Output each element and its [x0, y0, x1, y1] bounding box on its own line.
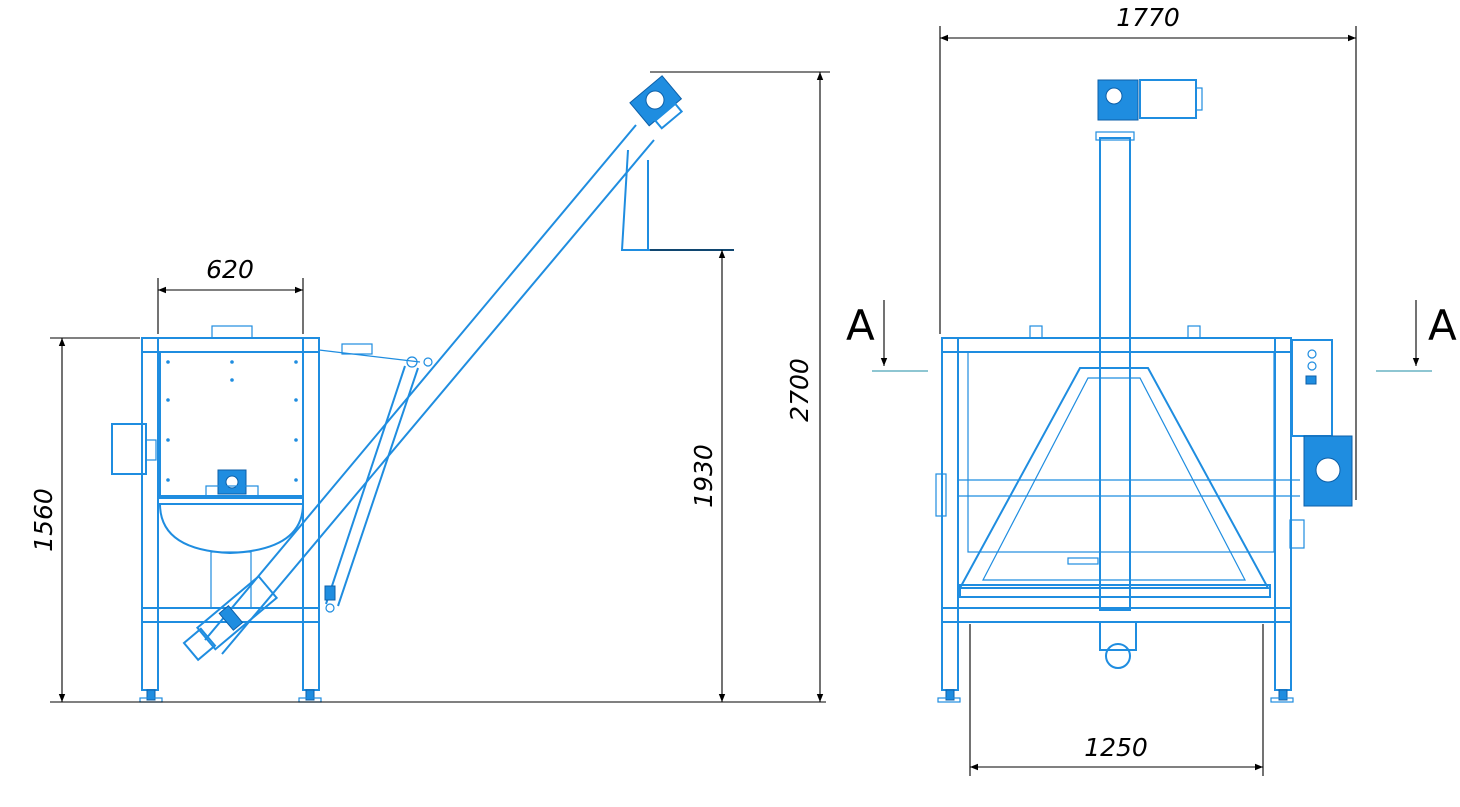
a-frame-support — [958, 367, 1270, 589]
front-dimensions — [939, 26, 1357, 776]
dim-label-1560: 1560 — [29, 488, 58, 552]
front-view — [935, 79, 1353, 703]
section-label-left: A — [846, 301, 875, 350]
side-drive — [935, 339, 1353, 549]
side-frame — [139, 337, 322, 703]
vertical-conveyor — [1095, 79, 1203, 669]
section-marker-left — [872, 300, 928, 372]
section-label-right: A — [1428, 301, 1457, 350]
mixer-body — [111, 325, 304, 609]
section-marker-right — [1376, 300, 1432, 372]
side-view — [111, 75, 734, 703]
dim-label-2700: 2700 — [785, 358, 814, 422]
side-dimensions — [50, 71, 830, 703]
dim-label-620: 620 — [206, 255, 254, 284]
dim-label-1930: 1930 — [689, 444, 718, 508]
screw-conveyor — [182, 75, 734, 662]
dim-label-1770: 1770 — [1116, 3, 1180, 32]
support-strut — [318, 343, 433, 613]
dim-label-1250: 1250 — [1084, 733, 1148, 762]
front-frame — [937, 325, 1294, 703]
